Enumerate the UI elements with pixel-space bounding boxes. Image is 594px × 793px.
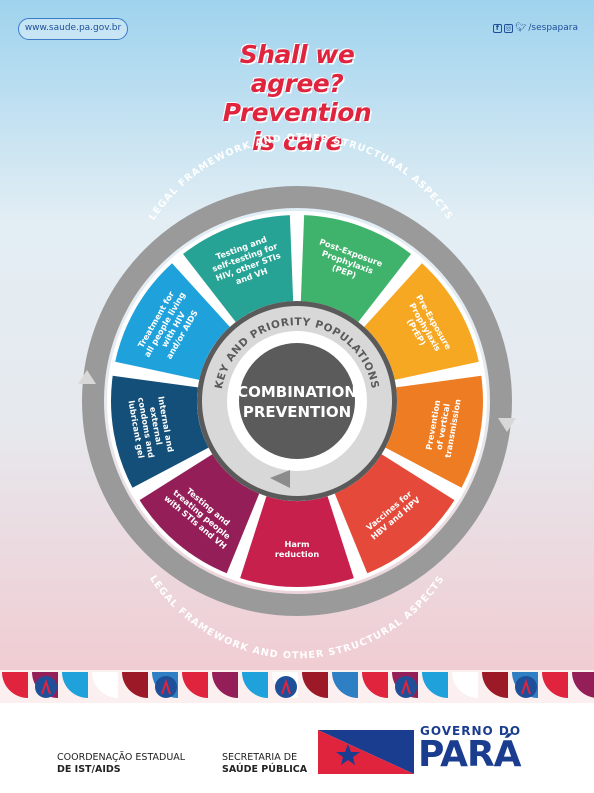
outer-ring-arrow-left (78, 370, 96, 384)
decorative-pattern-band (0, 670, 594, 703)
instagram-icon[interactable]: ◎ (503, 23, 513, 33)
center-label-line-2: PREVENTION (243, 403, 351, 421)
headline-line-2: agree? (250, 69, 344, 98)
segment-5-line-1: Harm (285, 539, 310, 549)
ribbon-pattern (2, 672, 594, 698)
org2-line2: SAÚDE PÚBLICA (222, 764, 308, 775)
center-disk (239, 343, 355, 459)
social-links[interactable]: f ◎ 🐦︎ /sespapara (492, 23, 578, 33)
segment-4 (334, 454, 455, 574)
outer-ring-arrow-right (498, 418, 516, 432)
pattern-tile (452, 672, 478, 698)
para-flag-logo (318, 730, 414, 774)
pattern-tile (572, 672, 594, 698)
twitter-icon[interactable]: 🐦︎ (514, 23, 527, 33)
aids-ribbon-icon (401, 678, 411, 695)
ribbon-badge (395, 676, 417, 698)
segment-8 (115, 263, 230, 380)
pattern-tile (332, 672, 358, 698)
outer-ring-band (82, 186, 512, 616)
pattern-tile (2, 672, 28, 698)
segment-6 (139, 454, 260, 574)
headline-line-3: Prevention (222, 98, 372, 127)
pattern-tile (212, 672, 238, 698)
pattern-tile (542, 672, 568, 698)
pattern-tile (422, 672, 448, 698)
segment-1 (300, 215, 412, 322)
segment-9 (182, 215, 294, 322)
pattern-tile (482, 672, 508, 698)
combination-prevention-wheel: LEGAL FRAMEWORK AND OTHER STRUCTURAL ASP… (78, 132, 516, 616)
governo-label: GOVERNO DO (420, 724, 522, 738)
org-secretaria: SECRETARIA DE SAÚDE PÚBLICA (222, 752, 307, 776)
org1-line2: DE IST/AIDS (57, 764, 121, 775)
outer-ring-label-top: LEGAL FRAMEWORK AND OTHER STRUCTURAL ASP… (147, 132, 455, 222)
pattern-tile (62, 672, 88, 698)
para-label: PARÁ (418, 734, 522, 775)
headline: Shall we agree? Prevention is care (150, 40, 444, 156)
org1-line1: COORDENAÇÃO ESTADUAL (57, 752, 186, 763)
org2-line1: SECRETARIA DE (222, 752, 298, 763)
pattern-tile (362, 672, 388, 698)
aids-ribbon-icon (521, 678, 531, 695)
segment-5 (240, 496, 354, 588)
social-handle[interactable]: /sespapara (528, 23, 578, 33)
pattern-tile (182, 672, 208, 698)
ribbon-badge (155, 676, 177, 698)
aids-ribbon-icon (41, 678, 51, 695)
center-label-line-1: COMBINATION (237, 383, 357, 401)
ribbon-badge (35, 676, 57, 698)
pattern-tile (122, 672, 148, 698)
headline-line-1: Shall we (239, 40, 355, 69)
website-link[interactable]: www.saude.pa.gov.br (18, 18, 128, 40)
pattern-tile (92, 672, 118, 698)
inner-ring-arrow (270, 470, 290, 488)
aids-ribbon-icon (281, 678, 291, 695)
segment-7 (111, 375, 209, 488)
facebook-icon[interactable]: f (492, 23, 502, 33)
segment-5-line-2: reduction (275, 549, 319, 559)
segment-2 (364, 263, 479, 380)
segment-3 (385, 375, 483, 488)
headline-line-4: is care (252, 127, 342, 156)
org-coordenacao: COORDENAÇÃO ESTADUAL DE IST/AIDS (57, 752, 185, 776)
pattern-tile (242, 672, 268, 698)
ribbon-badge (515, 676, 537, 698)
footer (0, 703, 594, 793)
ribbon-badge (275, 676, 297, 698)
aids-ribbon-icon (161, 678, 171, 695)
pattern-tile (302, 672, 328, 698)
